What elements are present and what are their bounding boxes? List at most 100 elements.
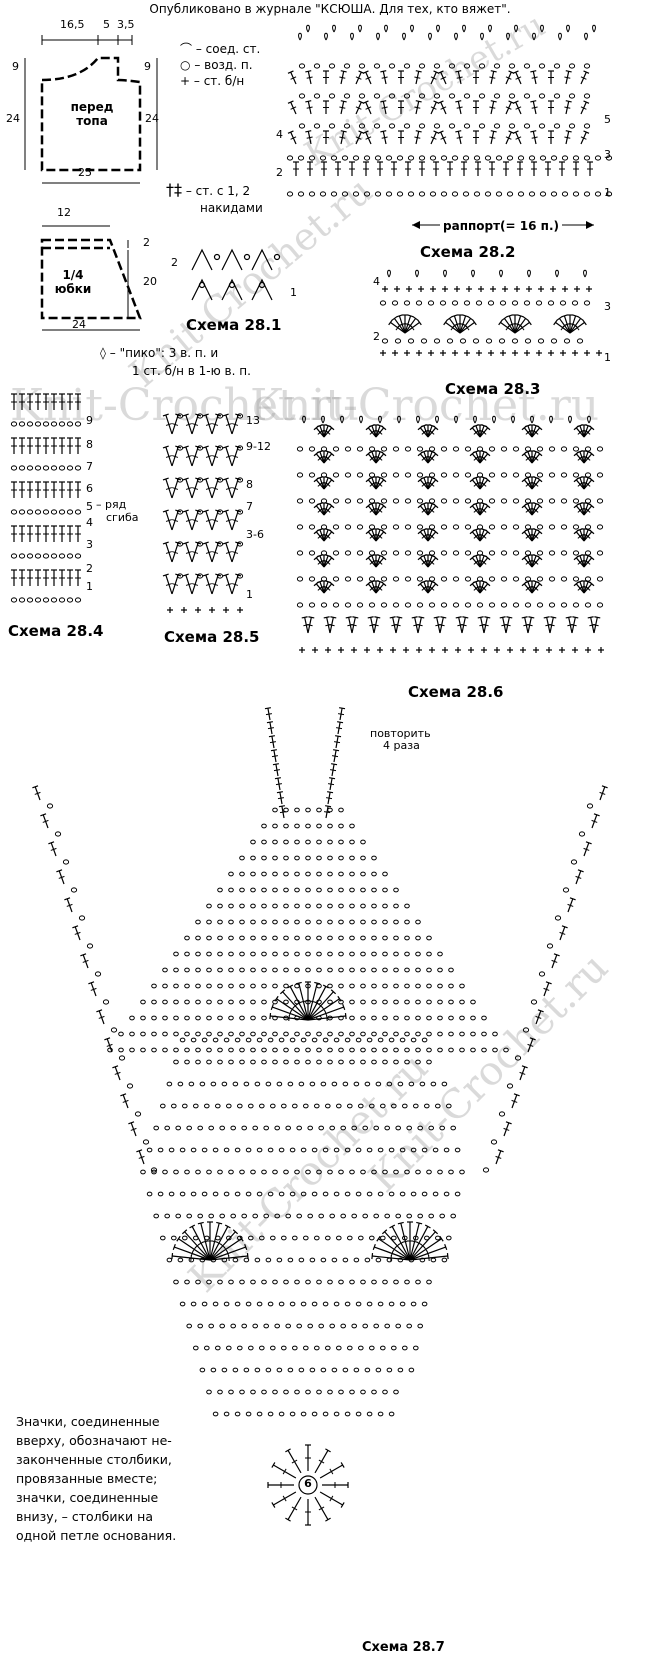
double-crochet-top <box>322 984 329 989</box>
chain-stitch <box>360 1031 366 1037</box>
chain-stitch <box>355 1301 362 1307</box>
chain-stitch <box>349 839 355 845</box>
chain-stitch <box>572 498 580 504</box>
chain-stitch <box>184 1031 190 1037</box>
chain-stitch <box>428 550 436 556</box>
chain-stitch <box>261 935 267 941</box>
scheme-28-3-row: 1 <box>604 351 611 364</box>
double-crochet-top <box>455 70 462 73</box>
chain-stitch <box>329 1323 336 1329</box>
chain-stitch <box>217 951 223 957</box>
chain-stitch <box>415 1279 421 1285</box>
chain-stitch <box>142 1139 150 1145</box>
chain-stitch <box>429 155 437 161</box>
chain-stitch <box>195 1169 201 1175</box>
chain-stitch <box>364 1257 371 1263</box>
chain-stitch <box>221 1081 228 1087</box>
double-crochet-top <box>314 981 321 985</box>
chain-stitch <box>286 155 294 161</box>
double-crochet-tick <box>279 811 286 814</box>
double-crochet-top <box>329 503 335 509</box>
chain-stitch <box>179 1301 186 1307</box>
double-crochet-top <box>222 573 229 577</box>
double-crochet-top <box>601 785 608 789</box>
chain-stitch <box>308 524 316 530</box>
chain-stitch <box>283 1279 289 1285</box>
chain-stitch <box>404 498 412 504</box>
chain-stitch <box>309 1257 316 1263</box>
chain-stitch <box>333 1191 340 1197</box>
chain-stitch <box>548 576 556 582</box>
chain-stitch <box>476 498 484 504</box>
double-crochet-top <box>577 869 584 873</box>
chain-stitch <box>66 509 74 515</box>
double-crochet-tick <box>570 624 577 627</box>
scheme-28-2-row: 2 <box>276 166 283 179</box>
chain-stitch <box>512 472 520 478</box>
chain-stitch <box>500 524 508 530</box>
chain-stitch <box>294 823 300 829</box>
chain-stitch <box>410 1301 417 1307</box>
chain-stitch <box>272 1279 278 1285</box>
chain-stitch <box>364 1367 371 1373</box>
chain-stitch <box>553 123 561 129</box>
double-crochet-top <box>182 413 189 417</box>
chain-stitch <box>50 465 58 471</box>
chain-stitch <box>338 1389 344 1395</box>
chain-stitch <box>358 123 366 129</box>
double-crochet-tick <box>212 583 219 586</box>
chain-stitch <box>250 935 256 941</box>
chain-stitch <box>517 191 525 197</box>
double-crochet-top <box>372 1243 376 1251</box>
double-crochet-tick <box>114 1071 121 1075</box>
double-crochet-top <box>565 130 572 133</box>
chain-stitch <box>327 1047 333 1053</box>
chain-stitch <box>459 338 467 344</box>
chain-stitch <box>206 1047 212 1053</box>
chain-stitch <box>430 1257 437 1263</box>
chain-stitch <box>554 915 562 921</box>
chain-stitch <box>356 602 364 608</box>
chain-stitch <box>393 919 399 925</box>
double-crochet-tick <box>232 519 239 522</box>
chain-stitch <box>393 1389 399 1395</box>
double-crochet-top <box>553 319 558 326</box>
picot <box>397 415 401 424</box>
double-crochet-top <box>529 1037 536 1041</box>
chain-stitch <box>536 550 544 556</box>
picot <box>473 415 477 424</box>
chain-stitch <box>403 300 411 306</box>
chain-stitch <box>276 1367 283 1373</box>
double-crochet-tick <box>329 1495 334 1502</box>
chain-stitch <box>327 1279 333 1285</box>
chain-stitch <box>464 550 472 556</box>
chain-stitch <box>217 919 223 925</box>
chain-stitch <box>173 1047 179 1053</box>
chain-stitch <box>403 93 411 99</box>
double-crochet-top <box>446 1252 449 1260</box>
double-crochet-top <box>182 573 189 577</box>
chain-stitch <box>176 509 184 515</box>
chain-stitch <box>50 509 58 515</box>
chain-stitch <box>563 338 571 344</box>
chain-stitch <box>325 1235 331 1241</box>
double-crochet-top <box>342 1003 346 1011</box>
chain-stitch <box>382 887 388 893</box>
chain-stitch <box>283 1389 289 1395</box>
double-crochet-tick <box>533 560 539 565</box>
chain-stitch <box>440 602 448 608</box>
chain-stitch <box>216 413 224 419</box>
chain-stitch <box>596 602 604 608</box>
chain-stitch <box>368 550 376 556</box>
chain-stitch <box>393 935 399 941</box>
chain-stitch <box>58 553 66 559</box>
chain-stitch <box>360 839 366 845</box>
chain-stitch <box>500 576 508 582</box>
double-crochet-tick <box>377 430 383 435</box>
double-crochet-top <box>397 1221 404 1225</box>
chain-stitch <box>313 63 321 69</box>
chain-stitch <box>206 1059 212 1065</box>
chain-stitch <box>355 1411 362 1417</box>
chain-stitch <box>118 1031 124 1037</box>
chain-stitch <box>320 1257 327 1263</box>
